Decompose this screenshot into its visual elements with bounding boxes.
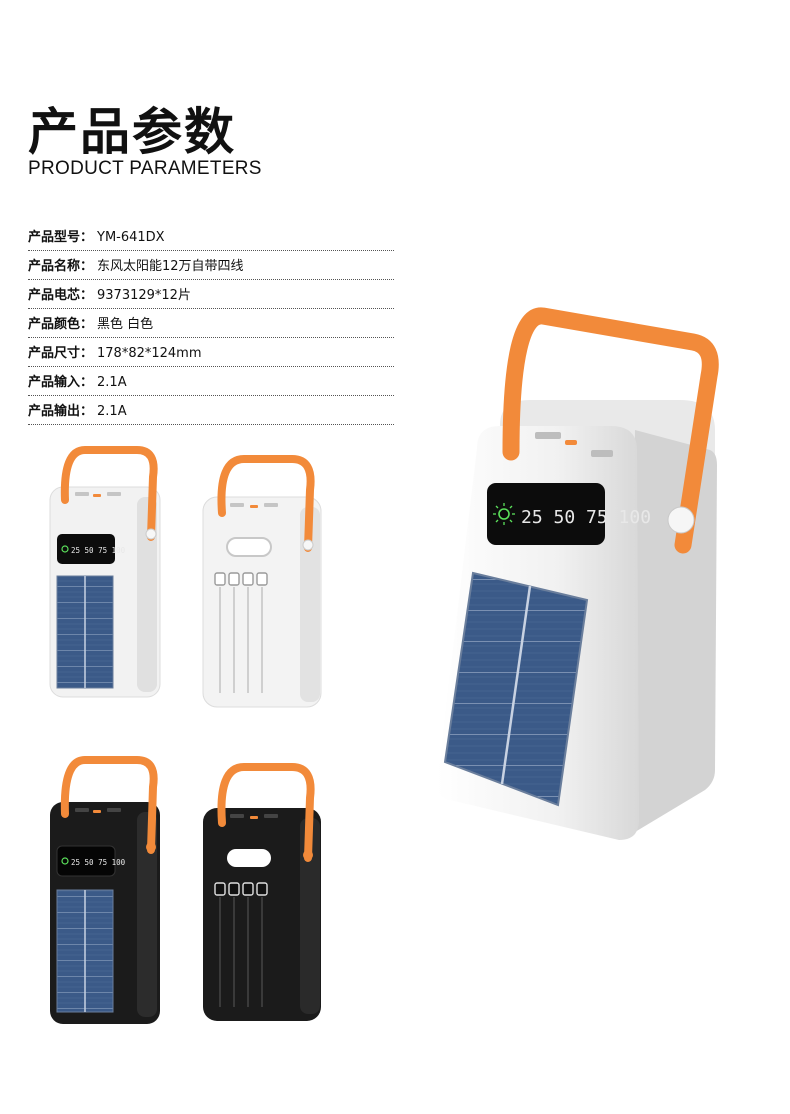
spec-row-color: 产品颜色：黑色 白色 (28, 309, 394, 338)
page-title: 产品参数 (28, 103, 236, 161)
spec-label: 产品尺寸： (28, 346, 94, 361)
spec-row-cell: 产品电芯：9373129*12片 (28, 280, 394, 309)
spec-value: YM-641DX (97, 230, 165, 245)
sun-icon (493, 503, 515, 525)
spec-row-size: 产品尺寸：178*82*124mm (28, 338, 394, 367)
spec-row-model: 产品型号：YM-641DX (28, 222, 394, 251)
spec-value: 2.1A (97, 375, 127, 390)
spec-row-input: 产品输入：2.1A (28, 367, 394, 396)
spec-value: 东风太阳能12万自带四线 (97, 259, 244, 274)
battery-readout: 25 50 75 100 (521, 507, 651, 528)
spec-label: 产品输出： (28, 404, 94, 419)
battery-readout: 25 50 75 100 (71, 546, 126, 555)
product-black-back (203, 763, 321, 1021)
spec-label: 产品颜色： (28, 317, 94, 332)
spec-value: 黑色 白色 (97, 317, 154, 332)
product-white-front: 25 50 75 100 (49, 446, 161, 698)
spec-list: 产品型号：YM-641DX 产品名称：东风太阳能12万自带四线 产品电芯：937… (28, 222, 394, 425)
battery-readout: 25 50 75 100 (71, 858, 126, 867)
spec-value: 2.1A (97, 404, 127, 419)
spec-label: 产品名称： (28, 259, 94, 274)
spec-value: 9373129*12片 (97, 288, 191, 303)
spec-row-name: 产品名称：东风太阳能12万自带四线 (28, 251, 394, 280)
product-black-front: 25 50 75 100 (50, 756, 160, 1024)
page-subtitle: PRODUCT PARAMETERS (28, 158, 262, 179)
product-large-white: 25 50 75 100 (437, 307, 719, 840)
spec-label: 产品型号： (28, 230, 94, 245)
product-white-back (202, 455, 322, 708)
spec-row-output: 产品输出：2.1A (28, 396, 394, 425)
spec-value: 178*82*124mm (97, 346, 202, 361)
spec-label: 产品输入： (28, 375, 94, 390)
spec-label: 产品电芯： (28, 288, 94, 303)
